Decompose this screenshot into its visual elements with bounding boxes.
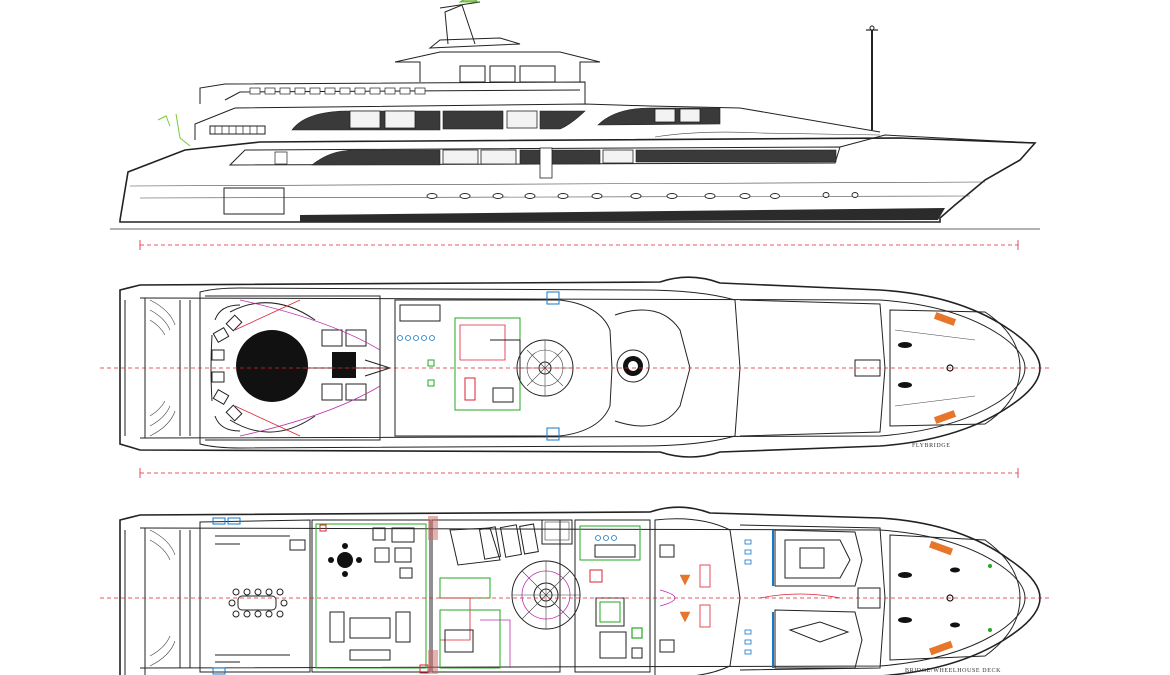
bridge-deck-windows: [291, 107, 721, 131]
foredeck-tender-upper: [774, 529, 863, 587]
bridge-deck-bow: [889, 534, 1021, 661]
dimension-scale-top: [139, 240, 1019, 250]
bridge-deck-label: BRIDGE/WHEELHOUSE DECK: [905, 668, 1001, 674]
main-deck-windows: [274, 147, 837, 179]
bridge-deck-foredeck: [739, 524, 886, 671]
bridge-deck-plan-view: BRIDGE/WHEELHOUSE DECK: [100, 506, 1050, 675]
bridge-deck-spiral-stair: [511, 560, 581, 630]
bridge-deck-lounge: [311, 519, 431, 674]
aft-steps: [149, 299, 176, 437]
portholes: [426, 192, 859, 199]
bridge-deck-galley: [574, 519, 651, 673]
bow-tender-area: [889, 309, 1021, 427]
profile-view: [110, 0, 1040, 230]
bridge-deck-cabins: [428, 516, 581, 674]
bridge-deck-hull-outline: [119, 506, 1041, 675]
upper-deck-rail-windows: [249, 87, 426, 95]
dimension-scale-middle: [139, 468, 1019, 478]
foredeck-tender-lower: [774, 609, 863, 669]
flybridge-jacuzzi: [236, 330, 308, 402]
flybridge-label: FLYBRIDGE: [912, 443, 950, 449]
sunpad-seating: [210, 302, 316, 433]
stair-fixtures-blue: [546, 291, 560, 441]
boot-stripe: [300, 208, 945, 222]
wheelhouse: [654, 518, 741, 675]
flybridge-skylounge: [394, 291, 613, 441]
forward-mast: [866, 25, 878, 130]
handwritten-annotation-mark: [157, 113, 191, 147]
flybridge-loungers: [234, 299, 392, 437]
aft-dining-table: [199, 517, 311, 675]
flybridge-plan-view: FLYBRIDGE: [100, 276, 1050, 458]
radar-arch: [439, 0, 481, 45]
hull-outline: [119, 137, 1037, 223]
